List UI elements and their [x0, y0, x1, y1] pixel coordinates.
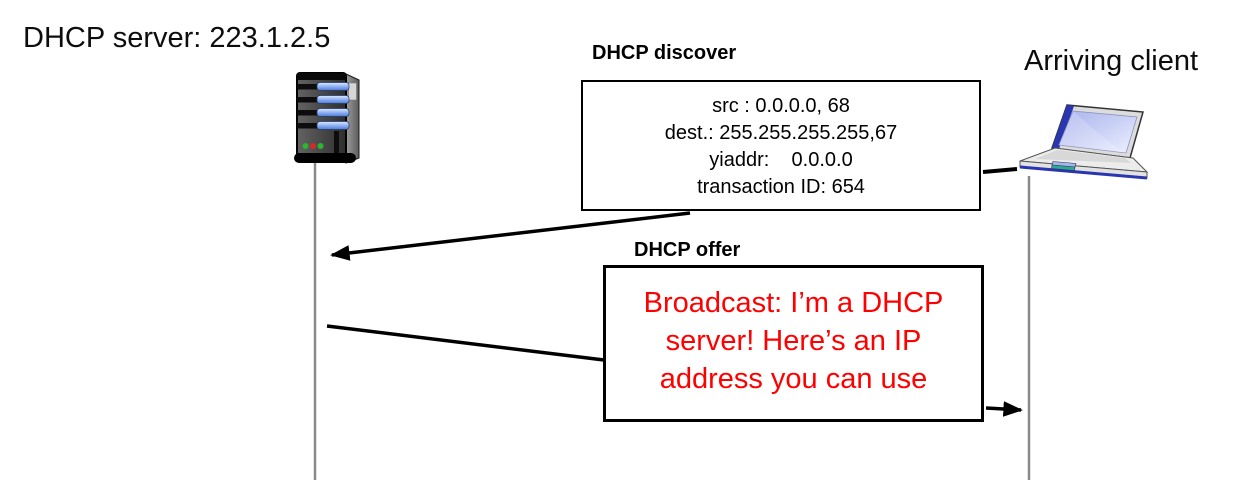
offer-text-line: address you can use: [659, 363, 928, 395]
discover-packet-box: src : 0.0.0.0, 68 dest.: 255.255.255.255…: [581, 80, 981, 211]
offer-text-line: server! Here’s an IP: [665, 325, 922, 357]
offer-server-connector-line: [326, 324, 605, 362]
offer-text-line: Broadcast: I’m a DHCP: [643, 287, 944, 319]
offer-annotation-box: Broadcast: I’m a DHCP server! Here’s an …: [603, 265, 984, 422]
discover-arrow: [330, 211, 691, 261]
discover-client-connector-line: [982, 167, 1018, 174]
offer-title: DHCP offer: [634, 239, 741, 261]
server-label: DHCP server: 223.1.2.5: [23, 22, 331, 54]
discover-field-dest: dest.: 255.255.255.255,67: [664, 122, 898, 144]
discover-field-transaction-id: transaction ID: 654: [697, 176, 865, 198]
discover-field-yiaddr: yiaddr: 0.0.0.0: [709, 149, 853, 171]
client-label: Arriving client: [1024, 45, 1199, 77]
discover-field-src: src : 0.0.0.0, 68: [712, 95, 850, 117]
server-icon: [294, 72, 360, 164]
laptop-icon: [1019, 104, 1149, 180]
discover-title: DHCP discover: [592, 42, 737, 64]
offer-arrow: [985, 401, 1023, 417]
